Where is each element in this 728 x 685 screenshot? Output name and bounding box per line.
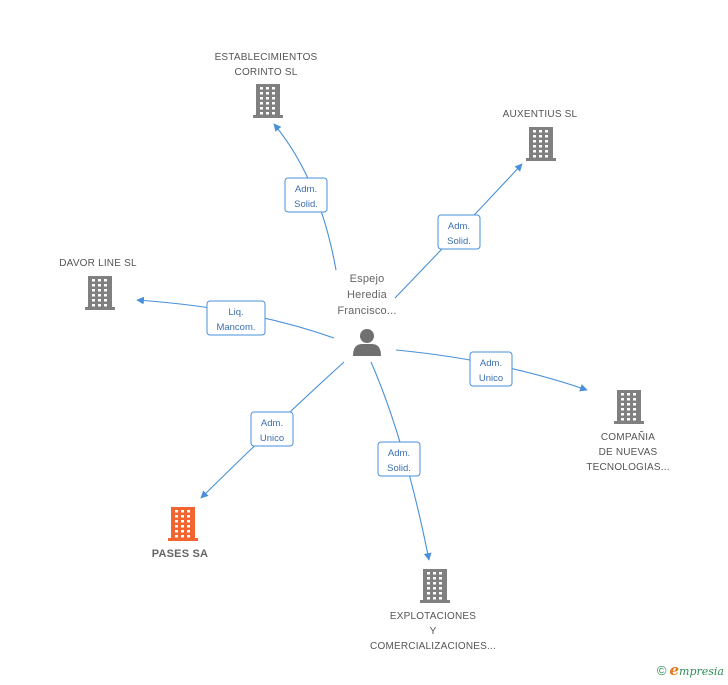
role-badge-auxentius[interactable]: Adm. Solid. xyxy=(437,214,481,250)
company-name-line: ESTABLECIMIENTOS xyxy=(214,52,318,63)
role-badge-line: Mancom. xyxy=(216,322,255,333)
company-label-pases[interactable]: PASES SA xyxy=(110,547,250,562)
company-label-davor[interactable]: DAVOR LINE SL xyxy=(28,256,168,271)
center-name-line: Heredia xyxy=(347,289,387,301)
copyright-symbol: © xyxy=(656,663,667,678)
company-name-line: EXPLOTACIONES xyxy=(389,611,477,622)
role-badge-davor[interactable]: Liq. Mancom. xyxy=(206,300,266,336)
building-icon xyxy=(253,84,283,118)
company-name-line: AUXENTIUS SL xyxy=(502,109,578,120)
building-icon xyxy=(420,569,450,603)
role-badge-line: Adm. xyxy=(448,221,470,232)
center-name-line: Espejo xyxy=(349,273,385,285)
brand-name: mpresia xyxy=(679,665,724,678)
role-badge-line: Solid. xyxy=(387,463,411,474)
company-name-line: COMERCIALIZACIONES... xyxy=(370,641,496,652)
role-badge-line: Adm. xyxy=(388,448,410,459)
company-name-line: DE NUEVAS xyxy=(598,447,658,458)
role-badge-explotaciones[interactable]: Adm. Solid. xyxy=(377,441,421,477)
company-label-compania[interactable]: COMPAÑIA DE NUEVAS TECNOLOGIAS... xyxy=(558,430,698,475)
company-name-line: DAVOR LINE SL xyxy=(59,258,137,269)
company-label-auxentius[interactable]: AUXENTIUS SL xyxy=(470,107,610,122)
building-icon xyxy=(168,507,198,541)
company-label-establecimientos[interactable]: ESTABLECIMIENTOS CORINTO SL xyxy=(196,50,336,80)
company-name-line: PASES SA xyxy=(151,548,209,560)
role-badge-compania[interactable]: Adm. Unico xyxy=(469,351,513,387)
role-badge-line: Adm. xyxy=(261,418,283,429)
company-name-line: CORINTO SL xyxy=(234,67,298,78)
center-name-line: Francisco... xyxy=(337,305,397,317)
building-icon xyxy=(614,390,644,424)
company-name-line: TECNOLOGIAS... xyxy=(586,462,670,473)
role-badge-line: Adm. xyxy=(480,358,502,369)
brand-initial: e xyxy=(669,661,680,679)
role-badge-line: Solid. xyxy=(294,199,318,210)
role-badge-line: Adm. xyxy=(295,184,317,195)
company-label-explotaciones[interactable]: EXPLOTACIONES Y COMERCIALIZACIONES... xyxy=(363,609,503,654)
building-icon xyxy=(526,127,556,161)
footer-brand: ©empresia xyxy=(657,661,724,679)
role-badge-establecimientos[interactable]: Adm. Solid. xyxy=(284,177,328,213)
role-badge-line: Solid. xyxy=(447,236,471,247)
company-name-line: Y xyxy=(429,626,437,637)
company-name-line: COMPAÑIA xyxy=(600,432,656,443)
person-icon xyxy=(353,329,381,356)
role-badge-line: Liq. xyxy=(228,307,243,318)
role-badge-line: Unico xyxy=(479,373,503,384)
role-badge-line: Unico xyxy=(260,433,284,444)
building-icon xyxy=(85,276,115,310)
role-badge-pases[interactable]: Adm. Unico xyxy=(250,411,294,447)
